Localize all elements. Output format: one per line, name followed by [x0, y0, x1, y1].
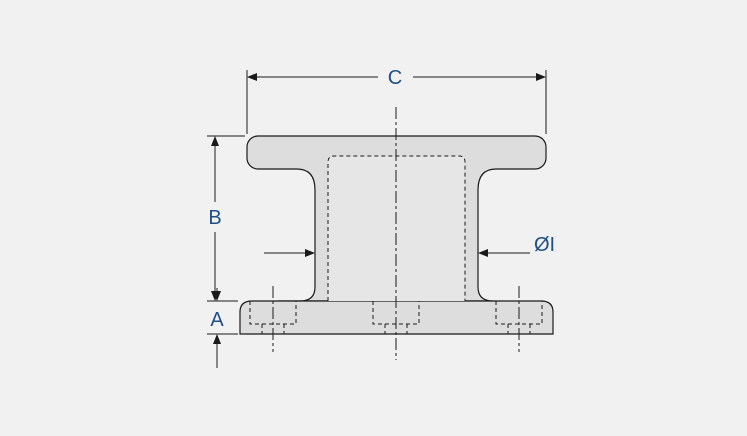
- dimension-label-a: A: [210, 309, 224, 331]
- dimension-label-b: B: [208, 207, 221, 229]
- dimension-label-c: C: [388, 67, 402, 89]
- dimension-label-i: ØI: [534, 234, 555, 256]
